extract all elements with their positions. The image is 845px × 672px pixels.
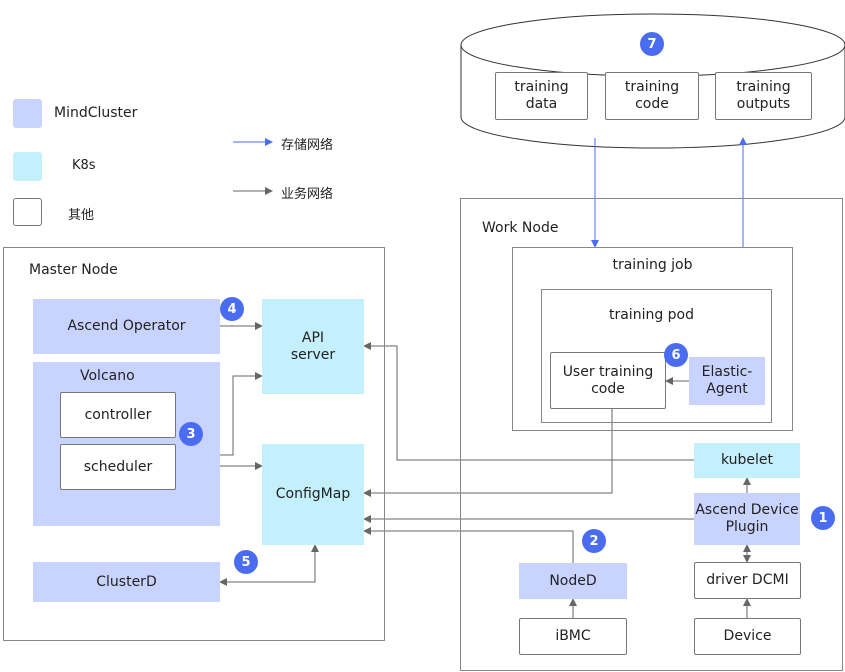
configmap-clusterd-line [219,544,319,586]
volcano-title: Volcano [80,368,135,384]
training-job-title: training job [612,257,693,273]
training-data-box: training data [495,72,588,120]
training-outputs-box: training outputs [715,72,812,120]
badge-3: 3 [179,422,203,446]
kubelet-to-api-line [363,342,694,461]
work-node-frame [460,198,843,671]
badge-7: 7 [640,32,664,56]
master-node-title: Master Node [29,262,118,278]
legend-storage-network-label: 存储网络 [281,138,334,153]
training-pod-title: training pod [608,307,695,323]
legend-k8s-swatch [13,152,42,181]
usercode-to-configmap-line [363,409,613,497]
training-pod-frame [541,289,772,423]
training-code-box: training code [605,72,699,120]
ascend-device-plugin-box: Ascend Device Plugin [694,493,800,545]
kubelet-box: kubelet [694,443,800,478]
ascend-operator-box: Ascend Operator [33,299,220,354]
training-job-frame [512,247,793,431]
scheduler-box: scheduler [60,444,176,490]
legend-mindcluster-swatch [13,99,42,128]
legend-other-label: 其他 [68,208,95,223]
legend-k8s-label: K8s [72,158,96,173]
noded-box: NodeD [519,563,627,599]
badge-1: 1 [811,506,835,530]
driver-dcmi-box: driver DCMI [694,562,801,599]
legend-business-network-label: 业务网络 [281,187,334,202]
noded-to-configmap-line [363,527,574,563]
master-node-frame [3,247,385,641]
configmap-box: ConfigMap [262,444,364,545]
legend-mindcluster-label: MindCluster [54,105,138,121]
badge-6: 6 [664,343,688,367]
work-node-title: Work Node [482,220,559,236]
badge-5: 5 [234,550,258,574]
badge-2: 2 [582,529,606,553]
user-training-code-box: User training code [550,352,666,409]
api-server-box: API server [262,299,364,394]
device-box: Device [694,618,801,655]
clusterd-box: ClusterD [33,562,220,602]
badge-4: 4 [220,297,244,321]
controller-box: controller [60,392,176,438]
elastic-agent-box: Elastic- Agent [689,357,765,405]
legend-other-swatch [13,198,42,226]
ibmc-box: iBMC [519,618,627,655]
